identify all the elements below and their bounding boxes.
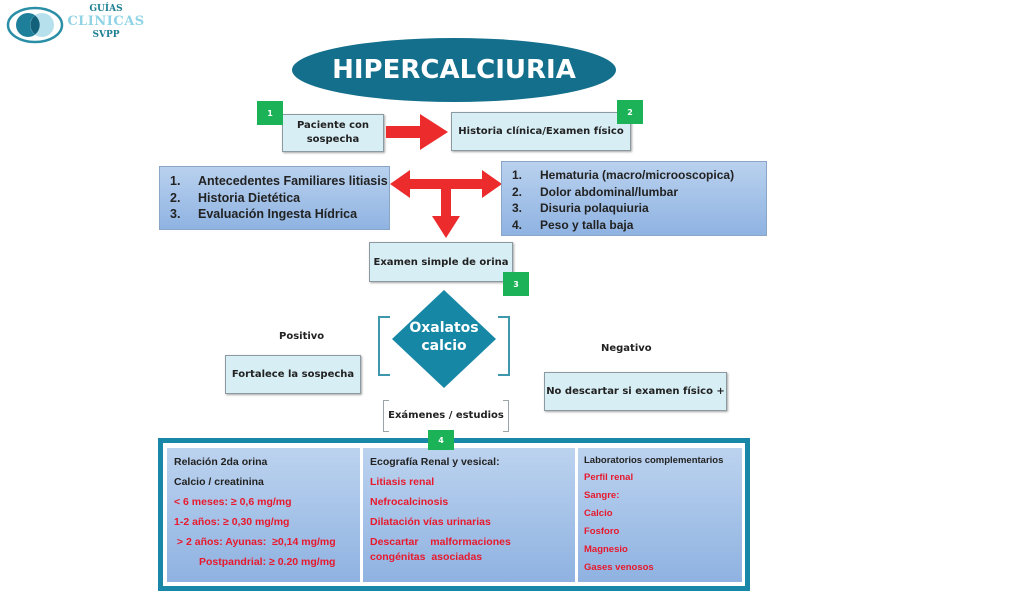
arrow-right-icon	[386, 114, 448, 150]
urine-item: 1-2 años: ≥ 0,30 mg/mg	[174, 516, 290, 528]
studies-label: Exámenes / estudios	[388, 410, 504, 421]
page-title: HIPERCALCIURIA	[332, 55, 576, 85]
step1-box: Paciente con sospecha	[282, 114, 384, 152]
symptoms-list: 1.Hematuria (macro/microoscopica) 2.Dolo…	[512, 167, 766, 233]
decision-label-line2: calcio	[421, 338, 467, 354]
step3-label: Examen simple de orina	[373, 256, 509, 268]
urine-ratio-panel: Relación 2da orina Calcio / creatinina <…	[167, 448, 360, 582]
step1-label-line2: sospecha	[306, 134, 360, 145]
studies-bracket-right	[502, 401, 509, 431]
decision-label-line1: Oxalatos	[409, 320, 479, 336]
studies-bracket-mask	[389, 399, 503, 433]
decision-diamond	[392, 290, 496, 388]
step1-badge: 1	[257, 101, 283, 125]
list-item: 1.Hematuria (macro/microoscopica)	[512, 168, 735, 182]
step3-badge: 3	[503, 272, 529, 296]
logo-line-svpp: SVPP	[92, 30, 120, 40]
positive-result-box: Fortalece la sospecha	[225, 355, 361, 394]
urine-item: < 6 meses: ≥ 0,6 mg/mg	[174, 496, 292, 508]
step4-badge: 4	[428, 430, 454, 450]
urine-item: Postpandrial: ≥ 0.20 mg/mg	[199, 556, 336, 568]
overlapping-circles-icon	[6, 6, 64, 44]
positive-label: Positivo	[279, 331, 325, 342]
history-list: 1.Antecedentes Familiares litiasis 2.His…	[170, 173, 389, 223]
ultrasound-panel: Ecografía Renal y vesical: Litiasis rena…	[363, 448, 575, 582]
urine-panel-title2: Calcio / creatinina	[174, 476, 264, 488]
list-item: 2.Dolor abdominal/lumbar	[512, 184, 679, 199]
symptoms-list-box: 1.Hematuria (macro/microoscopica) 2.Dolo…	[501, 161, 767, 236]
ultrasound-item: Dilatación vías urinarias	[370, 516, 491, 528]
urine-panel-title1: Relación 2da orina	[174, 456, 268, 468]
list-item: 2.Historia Dietética	[170, 190, 301, 205]
negative-result-text: No descartar si examen físico +	[546, 386, 725, 397]
logo-line-guias: GUÍAS	[89, 4, 123, 14]
list-item: 3.Evaluación Ingesta Hídrica	[170, 207, 358, 221]
history-list-box: 1.Antecedentes Familiares litiasis 2.His…	[159, 166, 390, 230]
labs-panel: Laboratorios complementarios Perfil rena…	[578, 448, 742, 582]
studies-bracket: Exámenes / estudios	[383, 399, 509, 433]
list-item: 1.Antecedentes Familiares litiasis	[170, 174, 388, 188]
negative-result-box: No descartar si examen físico +	[544, 372, 727, 411]
labs-item: Magnesio	[584, 544, 628, 555]
urine-item: > 2 años: Ayunas: ≥0,14 mg/mg	[174, 536, 336, 548]
ultrasound-item: Descartar malformaciones congénitas asoc…	[370, 536, 523, 563]
list-item: 4.Peso y talla baja	[512, 217, 634, 232]
ultrasound-item: Litiasis renal	[370, 476, 435, 488]
negative-label: Negativo	[601, 343, 652, 354]
step3-box: Examen simple de orina	[369, 242, 513, 282]
step2-badge: 2	[617, 100, 643, 124]
positive-result-text: Fortalece la sospecha	[231, 369, 355, 380]
labs-item: Calcio	[584, 508, 613, 519]
labs-item: Gases venosos	[584, 562, 654, 573]
step1-label-line1: Paciente con	[296, 120, 370, 131]
step2-label: Historia clínica/Examen físico	[458, 126, 624, 137]
ultrasound-item: Nefrocalcinosis	[370, 496, 449, 508]
three-way-arrow-icon	[390, 170, 502, 238]
list-item: 3.Disuria polaquiuria	[512, 201, 649, 215]
logo-line-clinicas: CLINICAS	[67, 14, 145, 29]
ultrasound-panel-title: Ecografía Renal y vesical:	[370, 456, 500, 468]
decision-bracket-left	[378, 316, 390, 376]
labs-item: Perfil renal	[584, 472, 634, 483]
studies-bracket-left	[383, 401, 390, 431]
title-ellipse: HIPERCALCIURIA	[292, 38, 616, 102]
logo: GUÍAS CLINICAS SVPP	[4, 4, 154, 46]
step2-box: Historia clínica/Examen físico	[451, 112, 631, 151]
labs-item: Fosforo	[584, 526, 620, 537]
decision-label: Oxalatos calcio	[392, 319, 496, 355]
decision-bracket-right	[498, 316, 510, 376]
labs-panel-title: Laboratorios complementarios	[584, 455, 724, 466]
labs-item: Sangre:	[584, 490, 620, 501]
